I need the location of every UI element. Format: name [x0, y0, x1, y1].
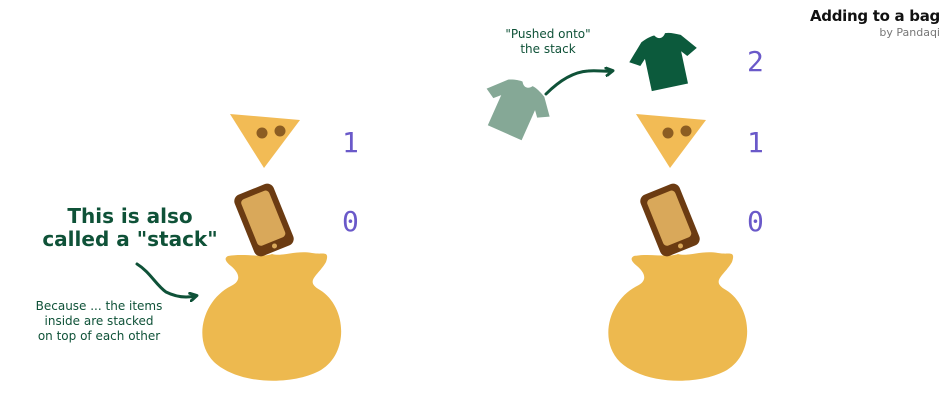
shirt-icon	[486, 79, 550, 141]
stack-callout-title: This is also called a "stack"	[40, 205, 220, 251]
right-index-0: 0	[747, 205, 764, 238]
push-label-line2: the stack	[520, 42, 576, 56]
phone-icon	[640, 183, 700, 257]
shirt-icon	[629, 32, 697, 92]
bag-icon	[608, 252, 748, 381]
curved-arrow-icon	[544, 71, 611, 96]
push-label: "Pushed onto" the stack	[488, 27, 608, 57]
cheese-icon	[230, 114, 300, 168]
right-index-1: 1	[747, 126, 764, 159]
stack-note-line2: inside are stacked	[44, 314, 154, 328]
phone-icon	[234, 183, 294, 257]
curved-arrow-icon	[135, 262, 195, 297]
title-main: Adding to a bag	[809, 7, 940, 25]
right-index-2: 2	[747, 45, 764, 78]
push-label-line1: "Pushed onto"	[505, 27, 591, 41]
stack-note-line1: Because ... the items	[35, 299, 163, 313]
stack-callout-note: Because ... the items inside are stacked…	[14, 299, 184, 344]
stack-callout-line1: This is also	[67, 204, 193, 228]
stack-note-line3: on top of each other	[37, 329, 161, 343]
page-title: Adding to a bag by Pandaqi	[810, 7, 940, 39]
left-stack	[135, 114, 342, 381]
bag-icon	[202, 252, 342, 381]
left-index-1: 1	[342, 126, 359, 159]
right-stack	[486, 32, 748, 381]
title-subtitle: by Pandaqi	[879, 26, 940, 39]
cheese-icon	[636, 114, 706, 168]
stack-callout-line2: called a "stack"	[42, 227, 218, 251]
left-index-0: 0	[342, 205, 359, 238]
